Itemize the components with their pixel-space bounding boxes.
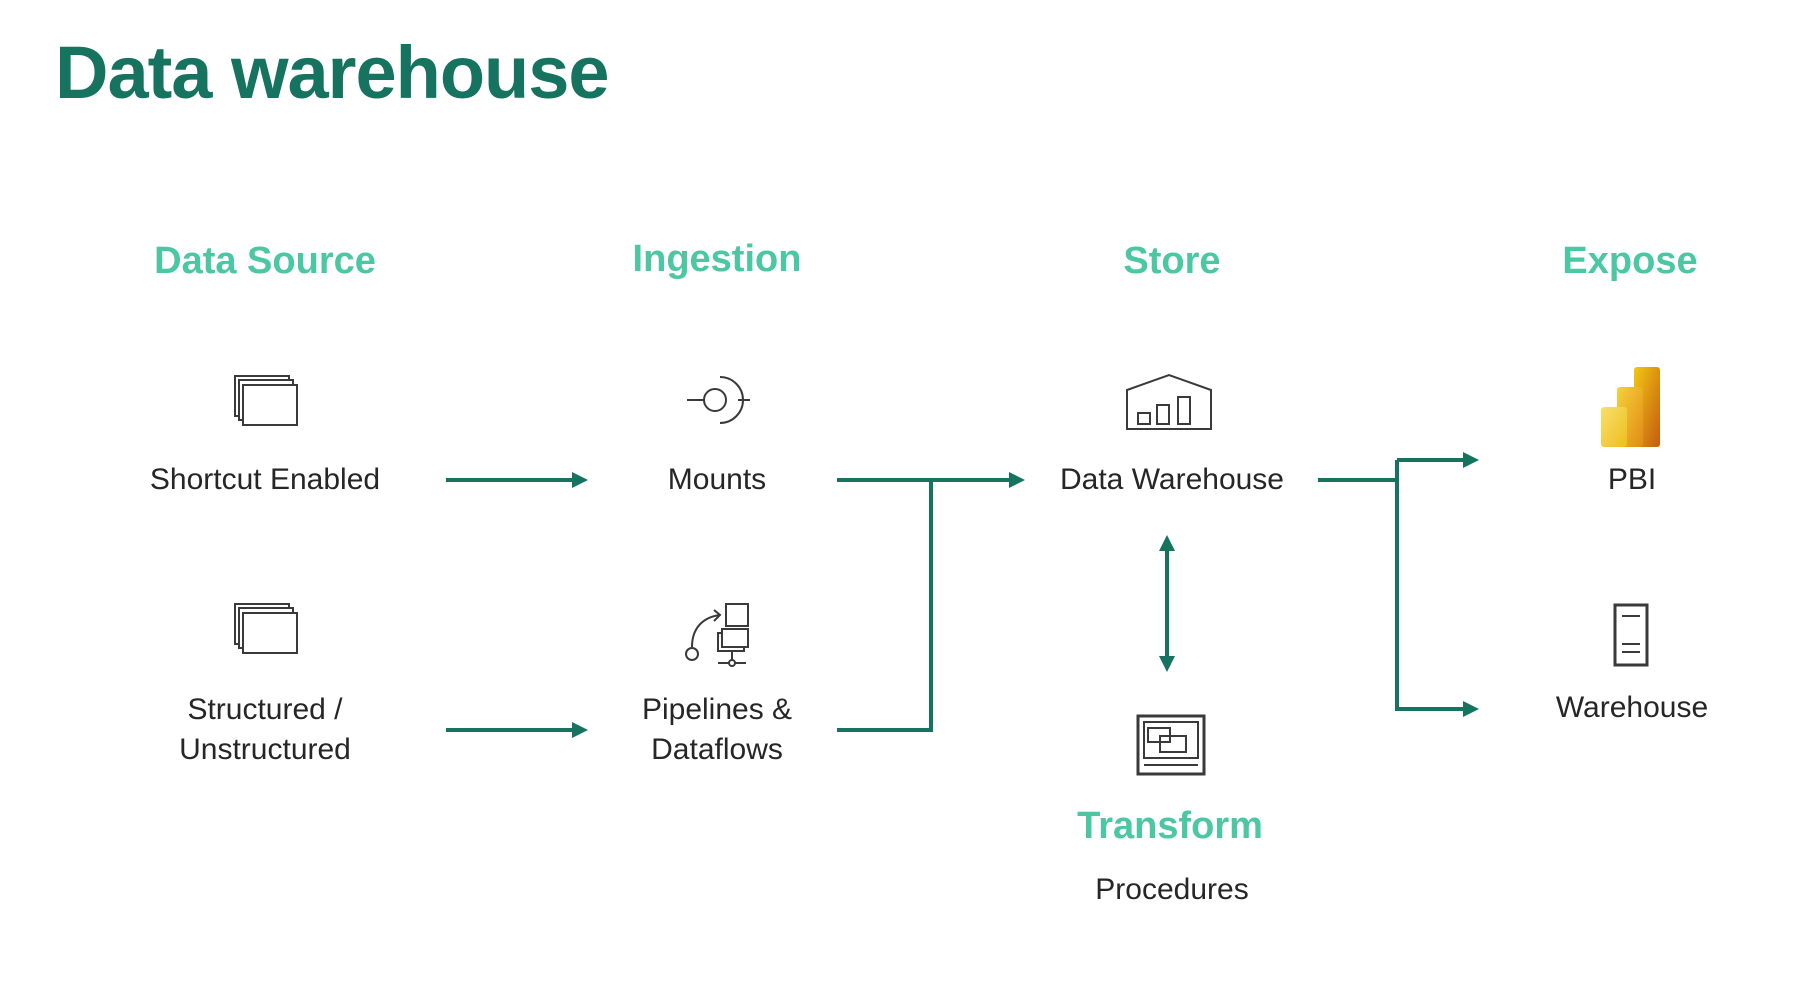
server-icon xyxy=(1613,603,1649,667)
stacked-windows-icon xyxy=(234,375,298,426)
column-header-ingestion: Ingestion xyxy=(632,238,802,280)
node-structured-unstructured: Structured / Unstructured xyxy=(179,690,351,770)
node-data-warehouse: Data Warehouse xyxy=(1059,463,1285,496)
procedure-window-icon xyxy=(1136,714,1206,776)
node-shortcut-enabled: Shortcut Enabled xyxy=(149,463,381,496)
column-header-data-source: Data Source xyxy=(154,240,376,282)
node-pipelines-line2: Dataflows xyxy=(651,733,783,766)
node-pipelines-dataflows: Pipelines & Dataflows xyxy=(642,690,792,770)
arrow-to-warehouse-expose xyxy=(1395,460,1465,711)
column-header-expose: Expose xyxy=(1562,240,1698,282)
stacked-windows-icon xyxy=(234,603,298,654)
mount-icon xyxy=(687,376,750,424)
node-pipelines-line1: Pipelines & xyxy=(641,693,793,726)
node-structured-line1: Structured / xyxy=(187,693,343,726)
node-structured-line2: Unstructured xyxy=(179,733,351,766)
node-pbi: PBI xyxy=(1607,463,1657,496)
connector-pipelines-to-warehouse xyxy=(837,480,933,732)
pipeline-icon xyxy=(685,603,749,667)
node-mounts: Mounts xyxy=(667,463,767,496)
transform-header: Transform xyxy=(1077,805,1263,847)
column-header-store: Store xyxy=(1123,240,1221,282)
node-procedures: Procedures xyxy=(1095,873,1249,906)
power-bi-icon xyxy=(1601,367,1660,447)
warehouse-building-icon xyxy=(1126,373,1212,430)
page-title: Data warehouse xyxy=(55,31,610,114)
node-warehouse: Warehouse xyxy=(1555,691,1709,724)
